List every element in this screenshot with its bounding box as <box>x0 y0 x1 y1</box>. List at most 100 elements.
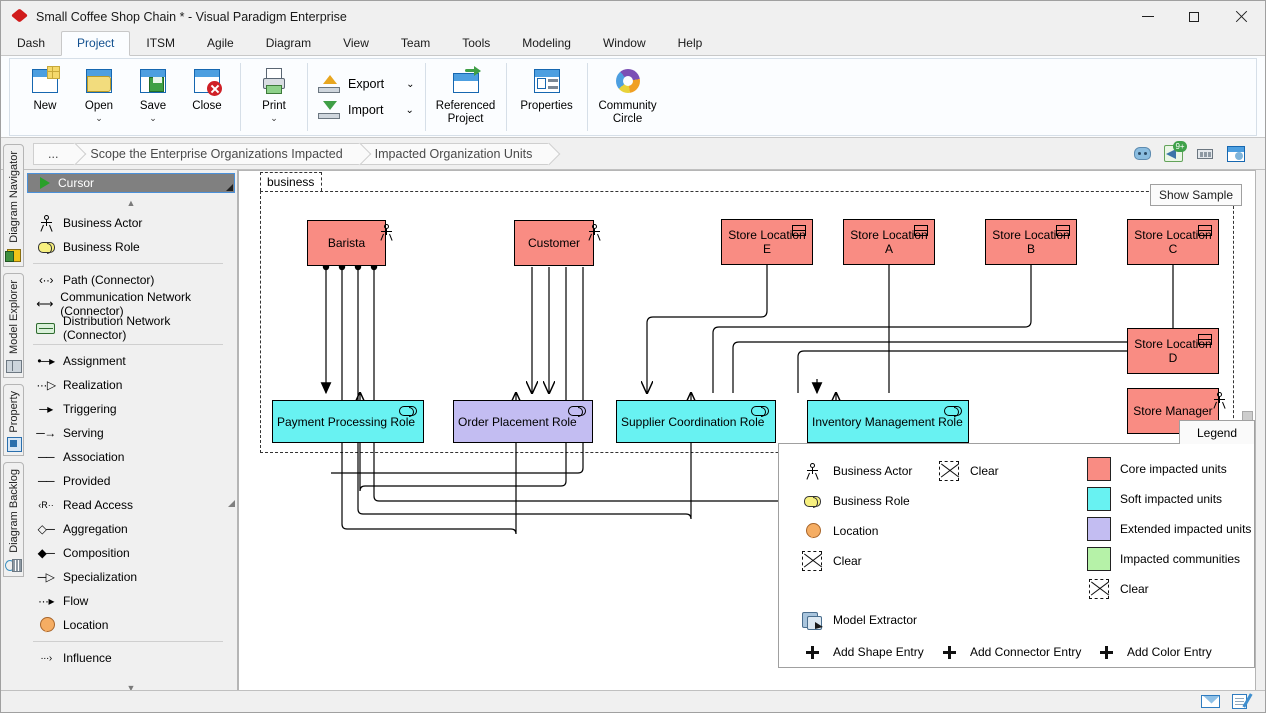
palette-item-flow[interactable]: ···▸ Flow <box>25 589 237 613</box>
palette-item-business-role[interactable]: Business Role <box>25 235 237 259</box>
add-shape-entry-button[interactable]: Add Shape Entry <box>797 637 924 667</box>
referenced-project-button[interactable]: Referenced Project <box>432 59 500 135</box>
legend-entry-business-actor-label: Business Actor <box>833 464 912 478</box>
node-store-location-b[interactable]: Store Location B <box>985 219 1077 265</box>
node-store-location-e[interactable]: Store Location E <box>721 219 813 265</box>
palette-item-composition[interactable]: ◆─ Composition <box>25 541 237 565</box>
legend-entry-connector-clear[interactable]: Clear <box>934 456 999 486</box>
maximize-button[interactable] <box>1171 1 1217 32</box>
node-store-location-a[interactable]: Store Location A <box>843 219 935 265</box>
menu-item-dash[interactable]: Dash <box>1 31 61 55</box>
palette-item-serving[interactable]: ─→ Serving <box>25 421 237 445</box>
palette-item-realization[interactable]: ···▷ Realization <box>25 373 237 397</box>
legend-entry-impacted-communities[interactable]: Impacted communities <box>1084 544 1251 574</box>
add-connector-entry-button[interactable]: Add Connector Entry <box>934 637 1081 667</box>
properties-button[interactable]: Properties <box>513 59 581 135</box>
legend-entry-shape-clear-label: Clear <box>833 554 862 568</box>
dock-tab-diagram-navigator[interactable]: Diagram Navigator <box>3 144 24 267</box>
print-dropdown-caret[interactable]: ⌄ <box>270 114 278 123</box>
save-button[interactable]: Save ⌄ <box>126 59 180 135</box>
legend-model-extractor[interactable]: Model Extractor <box>797 605 917 635</box>
community-circle-button[interactable]: Community Circle <box>594 59 662 135</box>
legend-tab[interactable]: Legend <box>1179 420 1255 444</box>
menu-item-diagram[interactable]: Diagram <box>250 31 327 55</box>
new-project-icon <box>29 65 61 97</box>
breadcrumb-scope[interactable]: Scope the Enterprise Organizations Impac… <box>75 143 359 165</box>
window-layout-icon[interactable] <box>1225 144 1247 164</box>
dock-tab-model-explorer[interactable]: Model Explorer <box>3 273 24 378</box>
palette-item-read-access[interactable]: ‹R·· Read Access <box>25 493 237 517</box>
bot-assistant-icon[interactable] <box>1132 144 1154 164</box>
legend-entry-extended-impacted[interactable]: Extended impacted units <box>1084 514 1251 544</box>
mail-icon[interactable] <box>1201 694 1221 710</box>
menu-item-team[interactable]: Team <box>385 31 446 55</box>
palette-item-specialization[interactable]: ─▷ Specialization <box>25 565 237 589</box>
menu-item-view[interactable]: View <box>327 31 385 55</box>
announcement-icon[interactable]: 9+ <box>1163 144 1185 164</box>
node-store-location-c[interactable]: Store Location C <box>1127 219 1219 265</box>
import-label: Import <box>348 103 383 117</box>
close-button[interactable] <box>1217 1 1265 32</box>
palette-item-path-connector[interactable]: ‹··› Path (Connector) <box>25 268 237 292</box>
add-color-entry-button[interactable]: Add Color Entry <box>1091 637 1212 667</box>
business-role-icon <box>944 406 962 416</box>
palette-item-association[interactable]: ── Association <box>25 445 237 469</box>
import-button[interactable]: Import ⌄ <box>318 101 415 119</box>
menu-item-project[interactable]: Project <box>61 31 130 56</box>
export-button[interactable]: Export ⌄ <box>318 75 415 93</box>
palette-item-cursor[interactable]: Cursor <box>27 173 235 193</box>
close-button-ribbon[interactable]: Close <box>180 59 234 135</box>
palette-scroll-up[interactable]: ▲ <box>25 193 237 211</box>
palette-item-assignment-label: Assignment <box>63 354 126 368</box>
legend-entry-location[interactable]: Location <box>797 516 912 546</box>
legend-entry-business-role[interactable]: Business Role <box>797 486 912 516</box>
node-order-placement-role[interactable]: Order Placement Role <box>453 400 593 443</box>
dock-tab-diagram-backlog[interactable]: Diagram Backlog <box>3 462 24 577</box>
palette-item-aggregation[interactable]: ◇─ Aggregation <box>25 517 237 541</box>
palette-item-provided[interactable]: ── Provided <box>25 469 237 493</box>
minimize-button[interactable] <box>1125 1 1171 32</box>
node-inventory-management-role[interactable]: Inventory Management Role <box>807 400 969 443</box>
node-barista[interactable]: Barista <box>307 220 386 266</box>
menu-item-itsm[interactable]: ITSM <box>130 31 191 55</box>
import-caret[interactable]: ⌄ <box>405 105 413 116</box>
legend-entry-soft-impacted[interactable]: Soft impacted units <box>1084 484 1251 514</box>
legend-entry-color-clear[interactable]: Clear <box>1084 574 1251 604</box>
open-button[interactable]: Open ⌄ <box>72 59 126 135</box>
menu-item-window[interactable]: Window <box>587 31 662 55</box>
node-store-location-d[interactable]: Store Location D <box>1127 328 1219 374</box>
composition-icon: ◆─ <box>33 546 59 560</box>
palette-item-influence[interactable]: ···› Influence <box>25 646 237 670</box>
announcement-badge: 9+ <box>1173 141 1187 152</box>
menu-item-tools[interactable]: Tools <box>446 31 506 55</box>
palette-resize-handle[interactable] <box>228 500 235 507</box>
show-sample-button[interactable]: Show Sample <box>1150 184 1242 206</box>
menu-item-modeling[interactable]: Modeling <box>506 31 587 55</box>
new-button[interactable]: New <box>18 59 72 135</box>
palette-item-triggering[interactable]: ─▸ Triggering <box>25 397 237 421</box>
legend-entry-shape-clear[interactable]: Clear <box>797 546 912 576</box>
menu-item-agile[interactable]: Agile <box>191 31 250 55</box>
note-edit-icon[interactable] <box>1231 694 1251 710</box>
node-payment-processing-role[interactable]: Payment Processing Role <box>272 400 424 443</box>
breadcrumb-current[interactable]: Impacted Organization Units <box>360 143 550 165</box>
legend-entry-core-impacted[interactable]: Core impacted units <box>1084 454 1251 484</box>
export-caret[interactable]: ⌄ <box>406 79 414 90</box>
save-dropdown-caret[interactable]: ⌄ <box>149 114 157 123</box>
palette-item-business-actor[interactable]: Business Actor <box>25 211 237 235</box>
print-button[interactable]: Print ⌄ <box>247 59 301 135</box>
export-label: Export <box>348 77 384 91</box>
palette-item-communication-network[interactable]: ⟷ Communication Network (Connector) <box>25 292 237 316</box>
legend-entry-business-actor[interactable]: Business Actor <box>797 456 912 486</box>
node-customer[interactable]: Customer <box>514 220 594 266</box>
dock-tab-property[interactable]: Property <box>3 384 24 457</box>
filmstrip-icon[interactable] <box>1194 144 1216 164</box>
breadcrumb-root[interactable]: ... <box>33 143 75 165</box>
menu-item-help[interactable]: Help <box>662 31 719 55</box>
palette-item-distribution-network[interactable]: Distribution Network (Connector) <box>25 316 237 340</box>
palette-item-assignment[interactable]: •─▸ Assignment <box>25 349 237 373</box>
open-dropdown-caret[interactable]: ⌄ <box>95 114 103 123</box>
palette-item-location[interactable]: Location <box>25 613 237 637</box>
title-bar: Small Coffee Shop Chain * - Visual Parad… <box>1 1 1265 32</box>
node-supplier-coordination-role[interactable]: Supplier Coordination Role <box>616 400 776 443</box>
